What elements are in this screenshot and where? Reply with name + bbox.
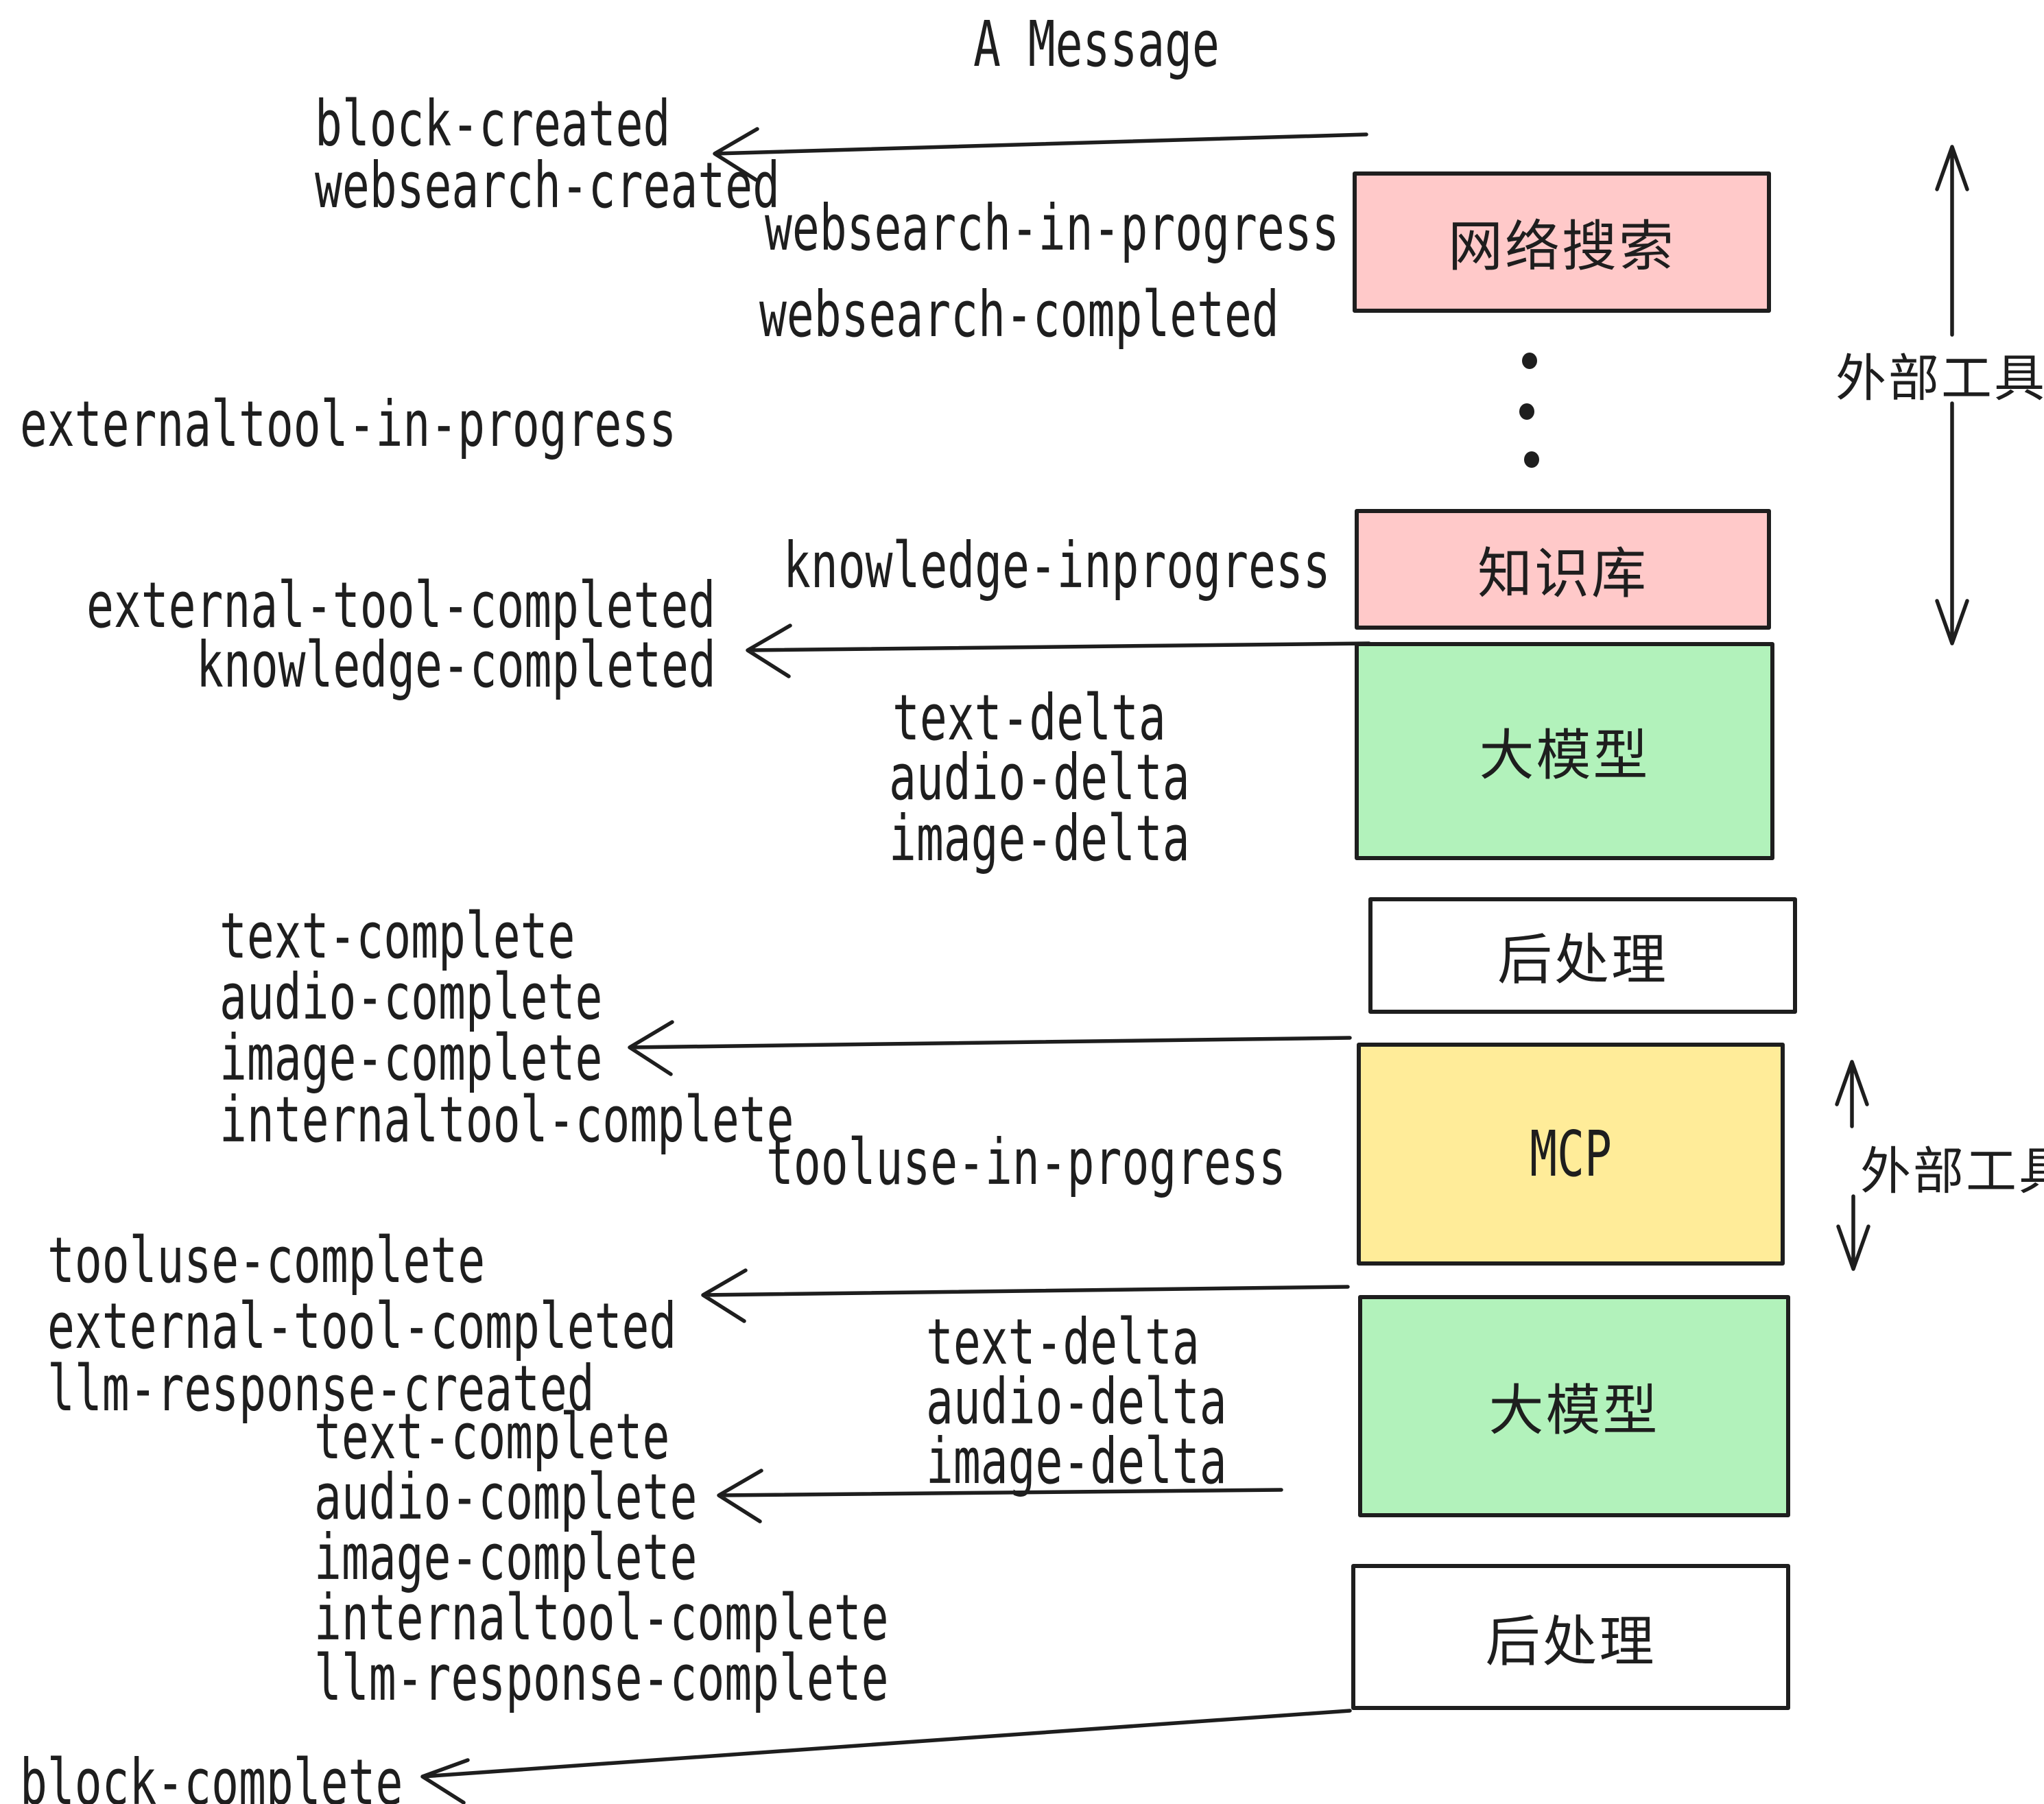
- event-label-websearch-in-progress: websearch-in-progress: [765, 191, 1340, 265]
- event-label-tooluse-complete: tooluse-complete: [47, 1224, 486, 1297]
- event-label-knowledge-inprogress: knowledge-inprogress: [783, 529, 1331, 602]
- event-label-text-complete-2: text-complete: [314, 1400, 670, 1473]
- event-label-audio-complete-2: audio-complete: [314, 1460, 698, 1534]
- box-mcp: MCP: [1357, 1043, 1785, 1266]
- box-llm-top: 大模型: [1355, 642, 1774, 860]
- event-label-external-tool-completed-2: external-tool-completed: [47, 1290, 677, 1363]
- event-label-image-complete-1: image-complete: [219, 1021, 603, 1095]
- diagram-title: A Message: [973, 8, 1220, 81]
- event-label-websearch-completed: websearch-completed: [759, 278, 1279, 351]
- event-label-websearch-created: websearch-created: [315, 149, 780, 222]
- event-label-audio-delta-2: audio-delta: [926, 1365, 1227, 1438]
- event-label-externaltool-in-progress: externaltool-in-progress: [20, 388, 677, 461]
- event-label-text-complete-1: text-complete: [219, 899, 575, 973]
- event-label-external-tool-completed-1: external-tool-completed: [86, 569, 716, 642]
- event-label-llm-response-complete: llm-response-complete: [314, 1641, 889, 1715]
- external-tools-span-arrow-bottom-down: [1836, 1194, 1870, 1271]
- event-label-text-delta-1: text-delta: [892, 681, 1166, 755]
- box-knowledge-label: 知识库: [1477, 542, 1648, 606]
- arrow-to-block-complete: [420, 1709, 1352, 1804]
- event-label-internaltool-complete-1: internaltool-complete: [219, 1083, 794, 1156]
- event-label-llm-response-created: llm-response-created: [47, 1352, 595, 1425]
- event-label-tooluse-in-progress: tooluse-in-progress: [766, 1126, 1286, 1199]
- event-label-image-complete-2: image-complete: [314, 1521, 698, 1594]
- ellipsis-dot: [1522, 353, 1537, 369]
- event-label-internaltool-complete-2: internaltool-complete: [314, 1581, 889, 1654]
- arrow-to-knowledge-completed: [746, 624, 1371, 678]
- event-label-block-complete: block-complete: [20, 1746, 403, 1804]
- ellipsis-dot: [1524, 451, 1539, 468]
- side-label-external-tools-top: 外部工具: [1835, 349, 2044, 408]
- event-label-knowledge-completed: knowledge-completed: [196, 628, 716, 702]
- box-postprocess-bottom: 后处理: [1351, 1564, 1790, 1710]
- event-label-image-delta-1: image-delta: [889, 802, 1190, 875]
- box-mcp-label: MCP: [1530, 1117, 1612, 1191]
- external-tools-span-arrow-top-up: [1935, 145, 1969, 337]
- box-websearch: 网络搜索: [1353, 171, 1771, 313]
- event-label-image-delta-2: image-delta: [926, 1425, 1227, 1498]
- box-llm-bottom-label: 大模型: [1488, 1379, 1660, 1443]
- event-label-block-created: block-created: [315, 87, 671, 161]
- event-label-audio-delta-1: audio-delta: [889, 741, 1190, 814]
- ellipsis-dot: [1519, 403, 1534, 420]
- arrow-to-image-complete: [628, 1020, 1352, 1076]
- box-llm-top-label: 大模型: [1479, 724, 1650, 787]
- box-llm-bottom: 大模型: [1358, 1295, 1790, 1517]
- event-label-audio-complete-1: audio-complete: [219, 960, 603, 1034]
- box-knowledge: 知识库: [1355, 509, 1771, 630]
- external-tools-span-arrow-bottom-up: [1835, 1060, 1869, 1128]
- box-postprocess-top: 后处理: [1368, 897, 1797, 1014]
- box-postprocess-top-label: 后处理: [1497, 928, 1668, 992]
- side-label-external-tools-bottom: 外部工具: [1860, 1142, 2044, 1201]
- external-tools-span-arrow-top-down: [1935, 401, 1969, 645]
- box-postprocess-bottom-label: 后处理: [1485, 1609, 1656, 1674]
- event-label-text-delta-2: text-delta: [926, 1305, 1200, 1379]
- arrow-to-websearch-created: [713, 127, 1368, 182]
- box-websearch-label: 网络搜索: [1448, 215, 1676, 278]
